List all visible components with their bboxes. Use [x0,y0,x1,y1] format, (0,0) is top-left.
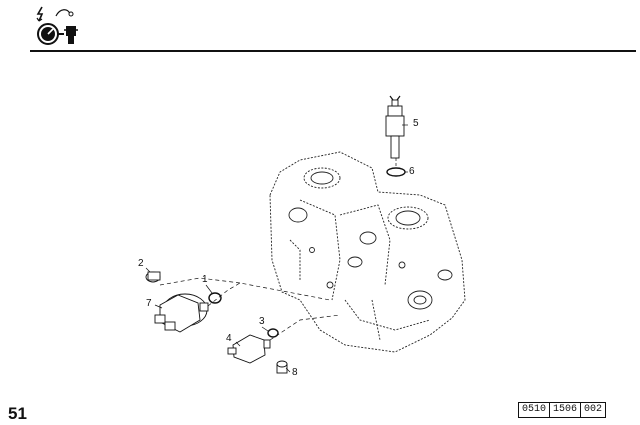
reference-part: 002 [584,404,603,415]
pressure-sender [227,334,271,364]
sealing-washer-left [208,292,222,304]
callout-8: 8 [292,367,298,378]
temperature-sender [385,95,405,159]
callout-1: 1 [202,274,208,285]
callout-2: 2 [138,258,144,269]
callout-5: 5 [413,118,419,129]
page-number: 51 [8,404,27,423]
engine-block-outline [269,151,466,353]
callout-7: 7 [146,298,152,309]
reference-code: 0510 1506 002 [518,402,607,418]
oil-pressure-switch [154,293,209,333]
gauge-sensor-section-icon [36,6,78,45]
callout-6: 6 [409,166,415,177]
sealing-washer-top [386,167,406,177]
reference-part: 0510 [519,403,551,417]
sealing-washer-lower [267,328,279,338]
reference-part: 1506 [550,403,582,417]
header-rule [30,50,636,52]
callout-4: 4 [226,333,232,344]
plug-screw-top [145,271,161,283]
callout-3: 3 [259,316,265,327]
plug-screw-bottom [276,360,288,374]
